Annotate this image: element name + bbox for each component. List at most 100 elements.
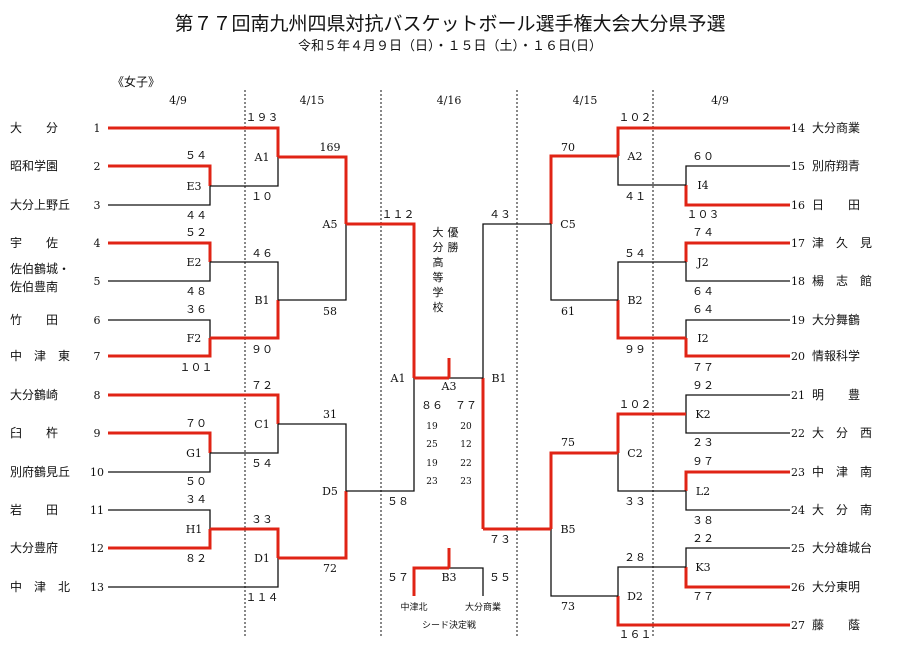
team-name-left: 大分上野丘	[10, 198, 70, 212]
bracket-line	[616, 412, 686, 453]
score-label: ９０	[251, 343, 273, 356]
round-date-header: 4/15	[300, 94, 325, 107]
bracket-line	[278, 423, 347, 491]
bracket-line	[684, 470, 790, 491]
score-label: 75	[561, 436, 575, 449]
bracket-line	[108, 338, 212, 358]
bracket-line	[685, 491, 790, 511]
game-code-label: L2	[696, 485, 710, 498]
score-label: ３３	[624, 495, 646, 508]
game-code-label: J2	[696, 256, 708, 269]
champion-label: 分	[433, 241, 444, 254]
bracket-line	[108, 453, 211, 473]
game-code-label: G1	[186, 447, 202, 460]
game-code-label: C2	[627, 447, 642, 460]
bracket-line	[108, 126, 280, 157]
game-code-label: F2	[187, 332, 202, 345]
score-label: ７２	[251, 379, 273, 392]
team-name-right: 大分東明	[812, 580, 860, 594]
bracket-line	[684, 567, 790, 589]
team-name-left: 中 津 東	[10, 348, 70, 363]
team-number-left: 12	[90, 542, 104, 555]
bracket-line	[617, 566, 686, 596]
bracket-line	[617, 156, 686, 186]
bracket-line	[108, 431, 212, 453]
team-number-left: 7	[94, 350, 101, 363]
bracket-line	[549, 451, 618, 529]
team-name-right: 藤 蔭	[812, 618, 860, 632]
champion-label: 勝	[448, 240, 459, 254]
bracket-line	[616, 596, 790, 627]
score-label: ５０	[185, 475, 207, 488]
team-name-left: 大 分	[10, 121, 58, 135]
score-label: １０１	[180, 361, 213, 374]
final-game-label: A3	[441, 380, 457, 393]
bracket-line	[549, 154, 618, 224]
team-name-right: 大分舞鶴	[812, 312, 860, 327]
bracket-line	[616, 300, 686, 340]
score-label: １１２	[382, 208, 415, 221]
final-side-label: B1	[491, 372, 506, 385]
bracket-line	[617, 261, 686, 300]
round-date-header: 4/9	[711, 94, 729, 107]
bracket-line	[108, 319, 211, 338]
game-code-label: D2	[627, 590, 643, 603]
team-number-right: 19	[791, 314, 805, 327]
bracket-line	[449, 567, 484, 596]
score-label: ５５	[489, 571, 511, 584]
game-code-label: A1	[254, 151, 270, 164]
seed-team-right: 大分商業	[465, 601, 501, 613]
bracket-line	[617, 453, 686, 492]
quarter-score: 20	[460, 422, 472, 432]
team-number-left: 8	[94, 389, 101, 402]
team-number-right: 23	[791, 466, 805, 479]
team-name-left: 昭和学園	[10, 158, 58, 173]
bracket-line	[412, 566, 449, 596]
quarter-score: 25	[426, 440, 438, 450]
quarter-score: 22	[460, 459, 471, 469]
bracket-line	[108, 509, 211, 529]
score-label: ７７	[692, 590, 714, 603]
team-name-right: 大 分 南	[812, 502, 872, 517]
score-label: ４３	[489, 208, 511, 221]
team-name-left: 大分鶴崎	[10, 387, 58, 402]
team-number-left: 13	[90, 581, 104, 594]
team-number-left: 10	[90, 466, 104, 479]
score-label: ５７	[387, 571, 409, 584]
bracket-line	[210, 157, 279, 187]
bracket-line	[210, 527, 280, 558]
game-code-label: B5	[560, 523, 575, 536]
bracket-line	[278, 491, 348, 560]
team-number-left: 2	[94, 160, 101, 173]
team-number-right: 25	[791, 542, 805, 555]
bracket-line	[685, 165, 790, 185]
game-code-label: E2	[186, 256, 201, 269]
team-number-left: 6	[94, 314, 101, 327]
score-label: 72	[323, 562, 337, 575]
division-label: 《女子》	[112, 74, 160, 89]
team-name-right: 情報科学	[812, 348, 860, 363]
team-number-right: 17	[791, 237, 805, 250]
champion-label: 等	[433, 270, 444, 284]
score-label: １６１	[619, 628, 652, 641]
score-label: ５４	[185, 149, 207, 162]
team-name-left: 宇 佐	[10, 236, 58, 250]
bracket-line	[550, 224, 618, 301]
score-label: ６０	[692, 150, 714, 163]
score-label: 70	[561, 141, 575, 154]
game-code-label: K3	[695, 561, 710, 574]
score-label: ５４	[624, 247, 646, 260]
score-label: １０２	[619, 111, 652, 124]
quarter-score: 19	[426, 459, 438, 469]
champion-label: 高	[433, 255, 444, 269]
seed-caption: シード決定戦	[422, 619, 476, 631]
score-label: ６４	[692, 303, 714, 316]
bracket-line	[108, 164, 212, 186]
team-number-right: 15	[791, 160, 805, 173]
team-number-right: 22	[791, 427, 805, 440]
bracket-line	[685, 414, 790, 434]
team-name-right: 大分商業	[812, 120, 860, 135]
game-code-label: K2	[695, 408, 710, 421]
game-code-label: I2	[697, 332, 708, 345]
